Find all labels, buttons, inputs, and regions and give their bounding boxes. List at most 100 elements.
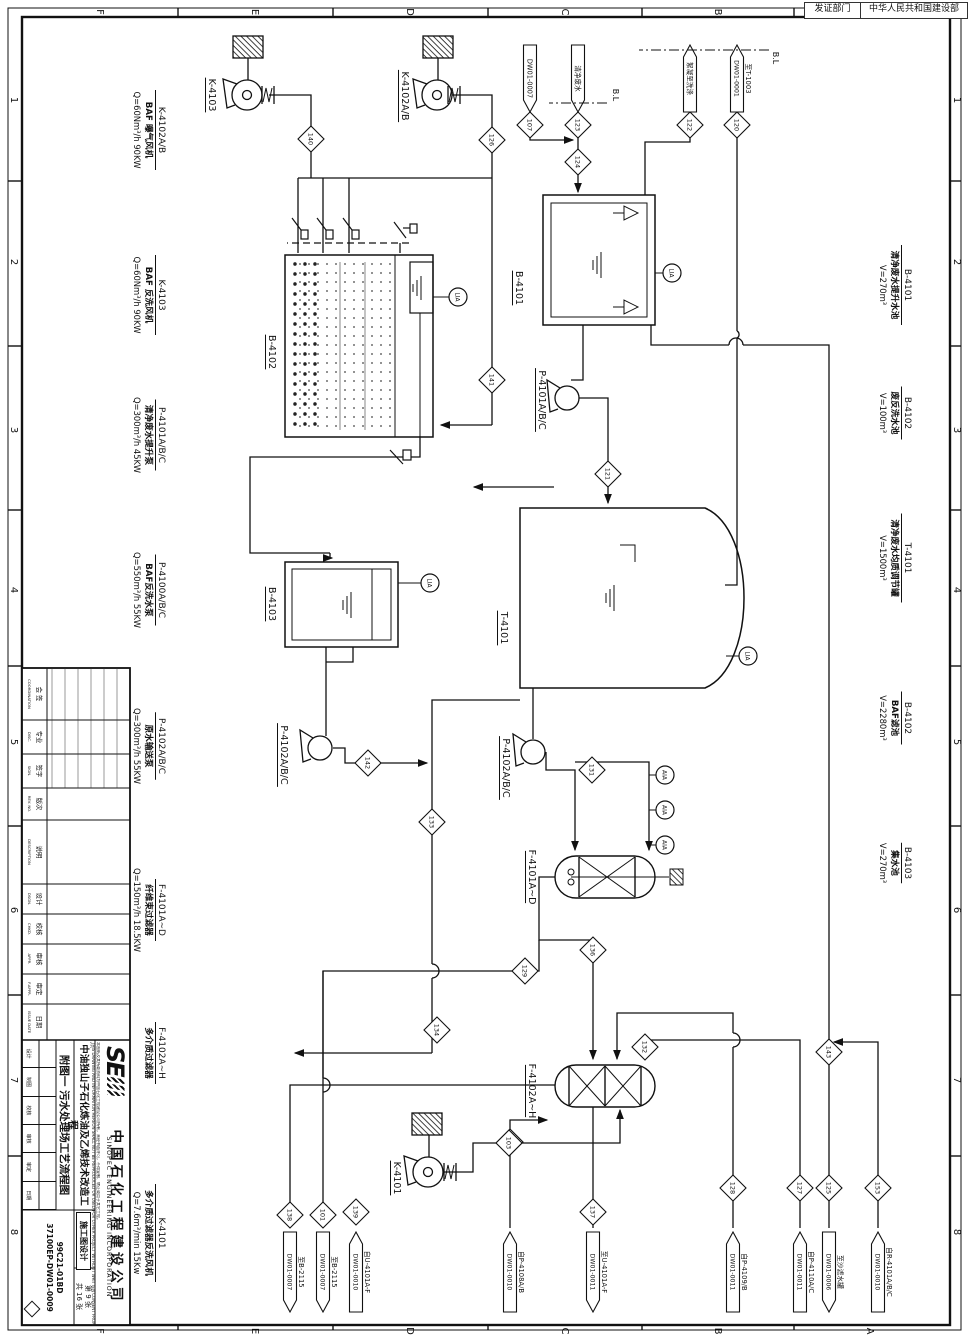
sheet-number: 第 9 张 共 16 张 — [74, 1270, 92, 1323]
connector-destination: 自P-4110A/C — [807, 1251, 816, 1293]
spec-capacity: Q=150m³/h 18.5KW — [132, 868, 142, 952]
spec-capacity: V=2280m³ — [878, 695, 888, 741]
equipment-tag: F-4101A~D — [525, 850, 537, 904]
rev-col-en: ISSUE DATE — [27, 1011, 32, 1034]
spec-tag: B-4102 — [902, 702, 912, 734]
stream-number-diamond: 103 — [495, 1129, 523, 1157]
instrument-code: AIA — [661, 840, 668, 851]
connector-line-number: DW01-0010 — [506, 1254, 513, 1291]
spec-tag: T-4101 — [902, 542, 912, 574]
grid-letter: D — [404, 1327, 415, 1335]
spec-desc: 清净废水提升泵 — [143, 405, 155, 466]
title-block-lines — [22, 1039, 130, 1325]
connector-line-number: DW01-0011 — [796, 1254, 803, 1291]
grid-letter: C — [559, 1328, 570, 1335]
equipment-tag: B-4102 — [265, 334, 277, 370]
grid-letter: C — [559, 9, 570, 16]
blower-k4101 — [403, 1112, 457, 1188]
stream-number-diamond: 138 — [276, 1201, 304, 1229]
grid-number: 6 — [951, 907, 962, 913]
spec-capacity: V=100m³ — [878, 393, 888, 433]
stream-number: 143 — [825, 1046, 833, 1058]
instrument-code: LIA — [454, 292, 461, 302]
stream-number: 137 — [589, 1206, 597, 1218]
rev-col-en: APPR. — [27, 954, 32, 965]
spec-desc: 原水输送泵 — [143, 725, 155, 768]
grid-number: 1 — [8, 97, 19, 103]
spec-tag: P-4102A/B/C — [156, 718, 166, 774]
instrument-bubble: AIA — [649, 765, 675, 785]
stream-number-diamond: 139 — [342, 1198, 370, 1226]
spec-tag: K-4103 — [156, 279, 166, 310]
instrument-bubble: LIA — [433, 287, 468, 307]
spec-tag: B-4103 — [902, 847, 912, 879]
tag-text: B-4102 — [266, 335, 277, 369]
tank-b4101 — [542, 194, 656, 326]
instrument-code: LIA — [426, 578, 433, 588]
spec-desc: BAF反洗水泵 — [143, 563, 155, 617]
connector-line-number: DW01-0011 — [589, 1254, 596, 1291]
equipment-tag: K-4103 — [205, 77, 217, 113]
grid-number: 8 — [951, 1229, 962, 1235]
equipment-tag: F-4102A~H — [525, 1064, 537, 1118]
spec-desc: 清净废水均质调节罐 — [889, 519, 901, 597]
stream-number: 128 — [729, 1182, 737, 1194]
stream-number: 132 — [641, 1041, 649, 1053]
instrument-bubble: LIA — [726, 646, 758, 666]
stream-number: 153 — [874, 1182, 882, 1194]
tag-text: P-4101A/B/C — [536, 370, 547, 430]
instrument-code: LIA — [668, 268, 675, 278]
sei-logo: SEIII — [101, 1046, 129, 1097]
spec-capacity: Q=300m³/h 55KW — [132, 708, 142, 784]
pump-p4102b — [512, 732, 546, 767]
stream-number-diamond: 124 — [564, 148, 592, 176]
equipment-tag: B-4103 — [265, 586, 277, 622]
grid-number: 5 — [951, 739, 962, 745]
tank-t4101 — [519, 507, 745, 689]
sign-cell: 审核 — [22, 1124, 56, 1154]
spec-desc: 多介质过滤器 — [143, 1027, 155, 1079]
spec-capacity: V=1500m³ — [878, 535, 888, 581]
spec-tag: F-4102A~H — [156, 1027, 166, 1079]
instrument-code: LIA — [744, 651, 751, 661]
spec-desc: 清净废水提升水池 — [889, 251, 901, 320]
design-stage: 施工图设计 — [76, 1212, 91, 1270]
grid-letter: E — [249, 1328, 260, 1334]
stream-number: 121 — [604, 468, 612, 480]
connector-line-number: DW01-0010 — [874, 1254, 881, 1291]
stream-number: 141 — [488, 374, 496, 386]
spec-tag: K-4101 — [156, 1217, 166, 1248]
grid-number: 2 — [951, 259, 962, 265]
grid-number: 3 — [8, 427, 19, 433]
equipment-tag: T-4101 — [497, 610, 509, 646]
grid-letter: B — [712, 1328, 723, 1335]
grid-letter: E — [249, 9, 260, 15]
connector-text: 清净废水 — [574, 65, 583, 92]
sign-cell: 日期 — [22, 1181, 56, 1210]
spec-desc: 纤维束过滤器 — [143, 884, 155, 936]
valve — [291, 217, 309, 240]
battery-limit-marks: B.LB.L — [549, 49, 780, 104]
connector-text: DW01-0007 — [526, 59, 534, 98]
stream-number-diamond: 122 — [676, 111, 704, 139]
tag-text: B-4103 — [266, 587, 277, 621]
spec-capacity: Q=60Nm³/h 90KW — [132, 257, 142, 334]
stream-number: 129 — [521, 965, 529, 977]
stream-number: 125 — [825, 1182, 833, 1194]
sign-cell: 制图 — [22, 1068, 56, 1097]
stream-number-diamond: 101 — [309, 1201, 337, 1229]
stream-number-diamond: 107 — [516, 111, 544, 139]
connector-line-number: DW01-0001 — [733, 60, 740, 97]
rev-col-cn: 说明 — [35, 846, 44, 859]
valve-symbols — [291, 217, 418, 465]
